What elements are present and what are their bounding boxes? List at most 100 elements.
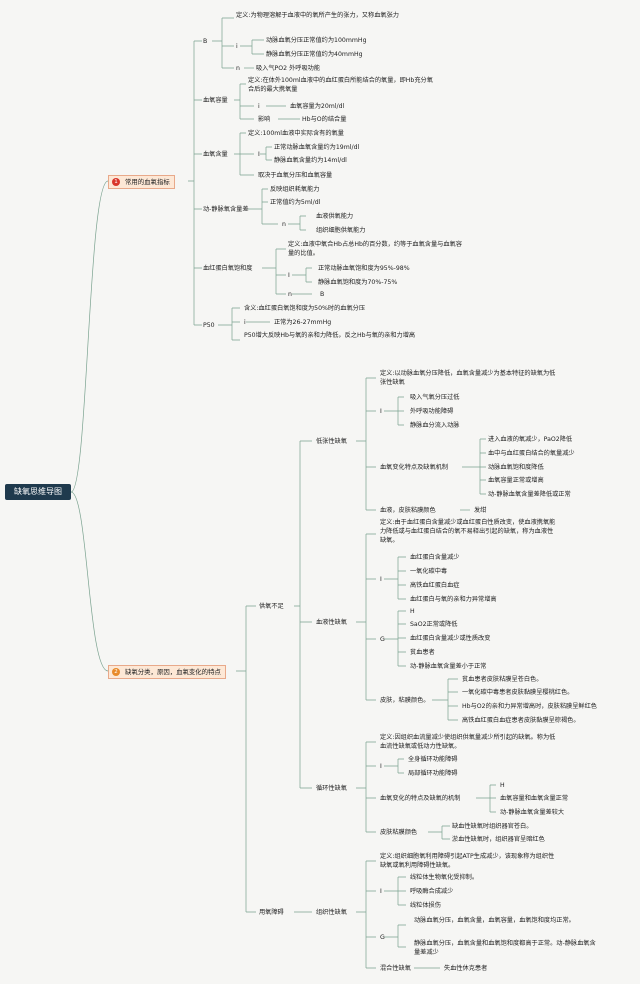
node-circulatory-m2[interactable]: 血氧容量和血氧含量正常 — [500, 795, 569, 802]
node-histogenous-c2[interactable]: 呼吸酶合成减少 — [410, 888, 454, 895]
node-avd-n[interactable]: n — [282, 221, 286, 228]
node-histogenous-definition[interactable]: 定义:组织细胞氧利用障碍引起ATP生成减少，该现象称为组织性缺氧或氧利用障碍性缺… — [380, 853, 555, 869]
node-content-depends[interactable]: 取决于血氧分压和血氧容量 — [258, 172, 333, 179]
node-histogenous-hypoxia[interactable]: 组织性缺氧 — [316, 909, 347, 916]
node-content-i[interactable]: I — [258, 151, 260, 158]
node-oxygen-content[interactable]: 血氧含量 — [203, 151, 228, 158]
node-histogenous-g[interactable]: G — [380, 934, 385, 941]
node-hypotonic-m2[interactable]: 血中与血红蛋白结合的氧量减少 — [488, 450, 575, 457]
node-po2[interactable]: B — [203, 38, 208, 45]
node-oxygen-capacity[interactable]: 血氧容量 — [203, 97, 228, 104]
node-histogenous-g1[interactable]: 动脉血氧分压，血氧含量，血氧容量，血氧饱和度均正常。 — [414, 917, 575, 924]
node-hemic-s1[interactable]: 贫血患者皮肤粘膜呈苍白色。 — [462, 676, 543, 683]
node-saturation-n[interactable]: n — [288, 291, 292, 298]
node-hemic-c3[interactable]: 高铁血红蛋白血症 — [410, 582, 460, 589]
node-saturation-definition[interactable]: 定义:血液中氧合Hb占总Hb的百分数，约等于血氧含量与血氧容量的比值。 — [288, 241, 462, 257]
node-hypotonic-c2[interactable]: 外呼吸功能障碍 — [410, 408, 454, 415]
node-mixed-hypoxia[interactable]: 混合性缺氧 — [380, 965, 411, 972]
node-hemic-s3[interactable]: Hb与O2的亲和力异常增高时，皮肤粘膜呈鲜红色 — [462, 703, 597, 710]
node-hypotonic-definition[interactable]: 定义:以动脉血氧分压降低，血氧含量减少为基本特征的缺氧为低张性缺氧 — [380, 370, 556, 386]
node-hemic-skin[interactable]: 皮肤，粘膜颜色。 — [380, 697, 430, 704]
branch-blood-oxygen-indices[interactable]: 1 常用的血氧指标 — [108, 175, 175, 189]
node-p50-normal[interactable]: 正常为26-27mmHg — [274, 319, 332, 326]
node-po2-n[interactable]: n — [236, 65, 240, 72]
node-mixed-example[interactable]: 失血性休克患者 — [444, 965, 488, 972]
node-av-difference[interactable]: 动-静脉氧含量差 — [203, 206, 249, 213]
node-hypotonic-m1[interactable]: 进入血液的氧减少，PaO2降低 — [488, 436, 573, 443]
node-hemic-c4[interactable]: 血红蛋白与氧的亲和力异常增高 — [410, 596, 497, 603]
node-hemic-i[interactable]: I — [380, 576, 382, 583]
node-hypotonic-c1[interactable]: 吸入气氧分压过低 — [410, 394, 460, 401]
node-saturation[interactable]: 血红蛋白氧饱和度 — [203, 265, 253, 272]
branch-hypoxia-types[interactable]: 2 缺氧分类，原因，血氧变化的特点 — [108, 665, 226, 679]
node-hypotonic-c3[interactable]: 静脉血分流入动脉 — [410, 422, 460, 429]
node-content-arterial[interactable]: 正常动脉血氧含量约为19ml/dl — [274, 144, 360, 151]
node-p50[interactable]: P50 — [203, 322, 215, 329]
node-p50-comment[interactable]: P50增大反映Hb与氧的亲和力降低，反之Hb与氧的亲和力增高 — [244, 332, 416, 339]
node-po2-factors[interactable]: 吸入气PO2 外呼吸功能 — [256, 65, 321, 72]
node-histogenous-g2[interactable]: 静脉血氧分压，血氧含量和血氧饱和度都高于正常。动-静脉血氧含量差减少 — [414, 940, 596, 956]
node-circulatory-i[interactable]: I — [380, 763, 382, 770]
node-circulatory-hypoxia[interactable]: 循环性缺氧 — [316, 785, 347, 792]
node-circulatory-mechanism[interactable]: 血氧变化的特点及缺氧的机制 — [380, 795, 461, 802]
node-content-definition[interactable]: 定义:100ml血液中实际含有的氧量 — [248, 130, 344, 137]
node-avd-c2[interactable]: 正常值约为5ml/dl — [270, 199, 321, 206]
node-hemic-g5[interactable]: 动-静脉血氧含量差小于正常 — [410, 663, 487, 670]
node-hemic-g[interactable]: G — [380, 636, 385, 643]
priority-2-badge: 2 — [112, 668, 120, 676]
node-histogenous-i[interactable]: I — [380, 888, 382, 895]
node-histogenous-c1[interactable]: 线粒体生物氧化受抑制。 — [410, 874, 479, 881]
node-capacity-influence-value[interactable]: Hb与O的结合量 — [302, 116, 347, 123]
node-circulatory-s2[interactable]: 淤血性缺氧时，组织器官呈暗红色 — [452, 836, 545, 843]
node-hemic-c2[interactable]: 一氧化碳中毒 — [410, 568, 448, 575]
node-saturation-venous[interactable]: 静脉血氧饱和度为70%-75% — [318, 279, 398, 286]
node-hemic-s4[interactable]: 高铁血红蛋白血症患者皮肤黏膜呈棕褐色。 — [462, 717, 580, 724]
node-capacity-influence[interactable]: 影响 — [258, 116, 271, 123]
root-node[interactable]: 缺氧思维导图 — [5, 484, 71, 500]
node-capacity-normal[interactable]: 血氧容量为20ml/dl — [290, 103, 345, 110]
node-hypotonic-cyanosis[interactable]: 发绀 — [474, 507, 487, 514]
node-hemic-g3[interactable]: 血红蛋白含量减少或性质改变 — [410, 635, 491, 642]
node-hemic-s2[interactable]: 一氧化碳中毒患者皮肤黏膜呈樱桃红色。 — [462, 689, 574, 696]
node-content-venous[interactable]: 静脉血氧含量约为14ml/dl — [274, 157, 347, 164]
node-saturation-i[interactable]: I — [288, 272, 290, 279]
node-circulatory-c2[interactable]: 局部循环功能障碍 — [408, 770, 458, 777]
node-circulatory-m3[interactable]: 动-静脉血氧含量差较大 — [500, 809, 565, 816]
node-circulatory-m1[interactable]: H — [500, 782, 505, 789]
node-hemic-g4[interactable]: 贫血患者 — [410, 649, 435, 656]
node-po2-i[interactable]: i — [236, 43, 238, 50]
node-hypotonic-m4[interactable]: 血氧容量正常或增高 — [488, 477, 544, 484]
node-hypotonic-m3[interactable]: 动脉血氧饱和度降低 — [488, 464, 544, 471]
node-po2-definition[interactable]: 定义:为物理溶解于血液中的氧所产生的张力，又称血氧张力 — [236, 12, 399, 19]
node-histogenous-c3[interactable]: 线粒体损伤 — [410, 902, 441, 909]
node-saturation-n1[interactable]: B — [320, 291, 325, 298]
node-avd-c1[interactable]: 反映组织耗氧能力 — [270, 186, 320, 193]
node-hypotonic-mechanism[interactable]: 血氧变化特点及缺氧机制 — [380, 464, 449, 471]
node-utilization-disorder[interactable]: 用氧障碍 — [259, 909, 284, 916]
node-avd-n1[interactable]: 血液供氧能力 — [316, 213, 354, 220]
node-circulatory-definition[interactable]: 定义:因组织血流量减少使组织供氧量减少所引起的缺氧。称为低血流性缺氧或低动力性缺… — [380, 734, 556, 750]
node-hemic-g2[interactable]: SaO2正常或降低 — [410, 621, 458, 628]
node-circulatory-s1[interactable]: 缺血性缺氧时组织器官苍白。 — [452, 823, 533, 830]
node-hypotonic-i[interactable]: I — [380, 408, 382, 415]
node-circulatory-skin[interactable]: 皮肤粘膜颜色 — [380, 829, 418, 836]
node-capacity-i[interactable]: i — [258, 103, 260, 110]
node-capacity-definition[interactable]: 定义:在体外100ml血液中的血红蛋白所能结合的氧量，即Hb充分氧合后的最大携氧… — [248, 77, 433, 93]
node-p50-i[interactable]: i — [244, 319, 246, 326]
node-supply-deficit[interactable]: 供氧不足 — [259, 603, 284, 610]
node-hypotonic-hypoxia[interactable]: 低张性缺氧 — [316, 438, 347, 445]
node-avd-n2[interactable]: 组织细胞供氧能力 — [316, 227, 366, 234]
node-hypotonic-m5[interactable]: 动-静脉血氧含量差降低或正常 — [488, 491, 571, 498]
node-hemic-c1[interactable]: 血红蛋白含量减少 — [410, 554, 460, 561]
node-circulatory-c1[interactable]: 全身循环功能障碍 — [408, 756, 458, 763]
node-hemic-definition[interactable]: 定义:由于血红蛋白含量减少或血红蛋白性质改变，使血液携氧能力降低或与血红蛋白结合… — [380, 519, 556, 544]
node-saturation-arterial[interactable]: 正常动脉血氧饱和度为95%-98% — [318, 265, 410, 272]
node-po2-arterial[interactable]: 动脉血氧分压正常值约为100mmHg — [266, 37, 367, 44]
node-po2-venous[interactable]: 静脉血氧分压正常值约为40mmHg — [266, 51, 363, 58]
node-p50-definition[interactable]: 含义:血红蛋白氧饱和度为50%时的血氧分压 — [244, 305, 366, 312]
node-hypotonic-skin[interactable]: 血液，皮肤粘膜颜色 — [380, 507, 436, 514]
node-hemic-hypoxia[interactable]: 血液性缺氧 — [316, 619, 347, 626]
node-hemic-g1[interactable]: H — [410, 608, 415, 615]
branch-label: 常用的血氧指标 — [125, 178, 170, 186]
